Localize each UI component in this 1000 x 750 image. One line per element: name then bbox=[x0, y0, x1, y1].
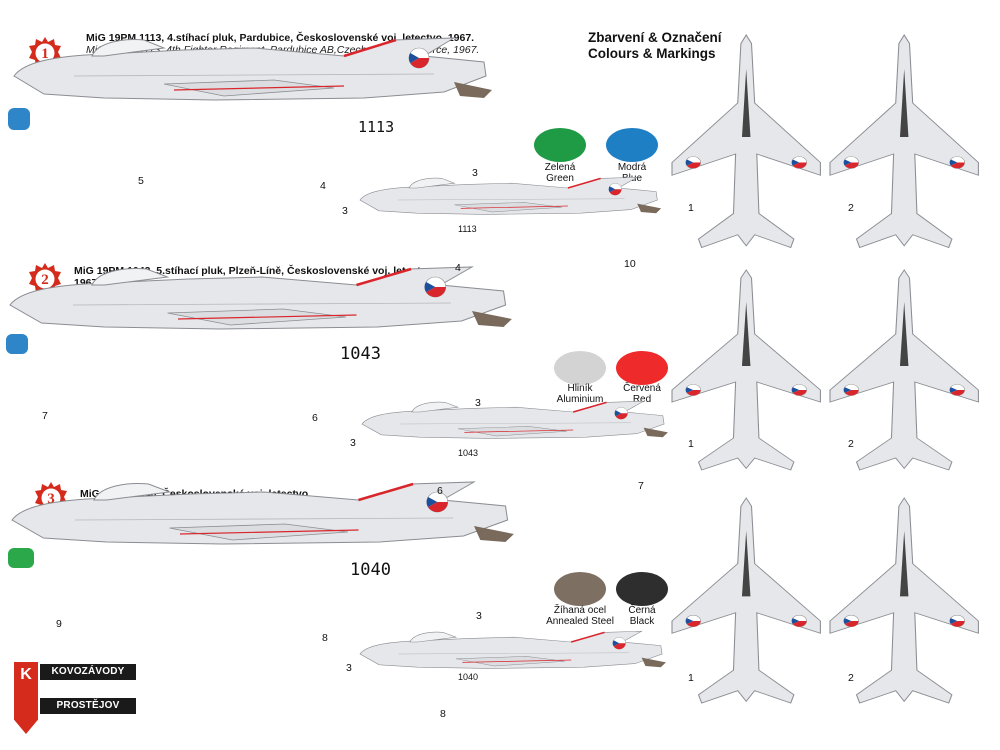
callout: 6 bbox=[437, 485, 443, 497]
caption-1-cz: MiG 19PM,1113, 4.stíhací pluk, Pardubice… bbox=[86, 32, 475, 44]
callout: 7 bbox=[638, 480, 644, 492]
swatch-aluminium bbox=[554, 351, 606, 385]
k-emblem: K bbox=[14, 662, 38, 734]
callout: 2 bbox=[848, 672, 854, 684]
swatch-green bbox=[534, 128, 586, 162]
callout: 8 bbox=[322, 632, 328, 644]
callout: 3 bbox=[472, 167, 478, 179]
serial-1: 1113 bbox=[358, 118, 395, 136]
callout: 5 bbox=[138, 175, 144, 187]
callout: 6 bbox=[312, 412, 318, 424]
colours-header: Zbarvení & Označení Colours & Markings bbox=[588, 30, 722, 62]
callout: 9 bbox=[56, 618, 62, 630]
callout: 4 bbox=[455, 262, 461, 274]
serial-small-3: 1040 bbox=[458, 672, 479, 682]
swatch-annealed-steel bbox=[554, 572, 606, 606]
caption-3-en: MiG 19PM,1040, Czechoslovak Air Force. bbox=[80, 500, 276, 512]
aircraft-bottom-1 bbox=[829, 34, 979, 249]
serial-3: 1040 bbox=[350, 560, 391, 580]
callout: 1 bbox=[688, 672, 694, 684]
callout: 4 bbox=[320, 180, 326, 192]
scheme-badge-3: 3 bbox=[35, 482, 67, 514]
scheme-badge-1: 1 bbox=[29, 37, 61, 69]
swatch-blue bbox=[606, 128, 658, 162]
caption-3-cz: MiG 19PM,1040, Československé voj. letec… bbox=[80, 488, 312, 500]
caption-2-cz: MiG 19PM,1043, 5.stíhací pluk, Plzeň-Lín… bbox=[74, 265, 436, 289]
callout: 2 bbox=[848, 438, 854, 450]
logo-text-top: KOVOZÁVODY bbox=[40, 664, 136, 680]
callout: 10 bbox=[624, 258, 636, 270]
callout: 3 bbox=[342, 205, 348, 217]
scheme-badge-2: 2 bbox=[29, 263, 61, 295]
callout: 3 bbox=[476, 610, 482, 622]
caption-1-en: MiG 19PM,1113, 4th Fighter Regiment, Par… bbox=[86, 44, 480, 56]
swatches-row-3 bbox=[554, 572, 668, 606]
serial-small-2: 1043 bbox=[458, 448, 479, 458]
serial-small-1: 1113 bbox=[458, 224, 477, 234]
aircraft-small-2 bbox=[361, 400, 669, 440]
swatch-red bbox=[616, 351, 668, 385]
scheme-number-1: 1 bbox=[41, 46, 49, 62]
swatches-row-1 bbox=[534, 128, 658, 162]
callout: 3 bbox=[346, 662, 352, 674]
serial-2: 1043 bbox=[340, 344, 381, 364]
scheme-number-3: 3 bbox=[47, 491, 55, 507]
callout: 1 bbox=[688, 202, 694, 214]
aircraft-small-3 bbox=[359, 630, 667, 670]
callout: 3 bbox=[350, 437, 356, 449]
callout: 3 bbox=[475, 397, 481, 409]
swatches-row-2 bbox=[554, 351, 668, 385]
header-cz: Zbarvení & Označení bbox=[588, 30, 722, 45]
callout: 7 bbox=[42, 410, 48, 422]
caption-2: MiG 19PM,1043, 5.stíhací pluk, Plzeň-Lín… bbox=[74, 265, 454, 313]
header-en: Colours & Markings bbox=[588, 46, 716, 61]
nose-color-2 bbox=[6, 334, 28, 354]
caption-1: MiG 19PM,1113, 4.stíhací pluk, Pardubice… bbox=[86, 32, 486, 56]
swatch-black bbox=[616, 572, 668, 606]
aircraft-top-1 bbox=[671, 34, 821, 249]
nose-color-1 bbox=[8, 108, 30, 130]
caption-3: MiG 19PM,1040, Československé voj. letec… bbox=[80, 488, 380, 512]
logo-text-bottom: PROSTĚJOV bbox=[40, 698, 136, 714]
callout: 8 bbox=[440, 708, 446, 720]
scheme-number-2: 2 bbox=[41, 272, 49, 288]
callout: 1 bbox=[688, 438, 694, 450]
kovozavody-logo: K KOVOZÁVODY PROSTĚJOV bbox=[8, 660, 138, 740]
nose-color-3 bbox=[8, 548, 34, 568]
caption-2-en: MiG 19PM,1043, 5th Fighter Regiment, Plz… bbox=[74, 289, 443, 313]
callout: 2 bbox=[848, 202, 854, 214]
